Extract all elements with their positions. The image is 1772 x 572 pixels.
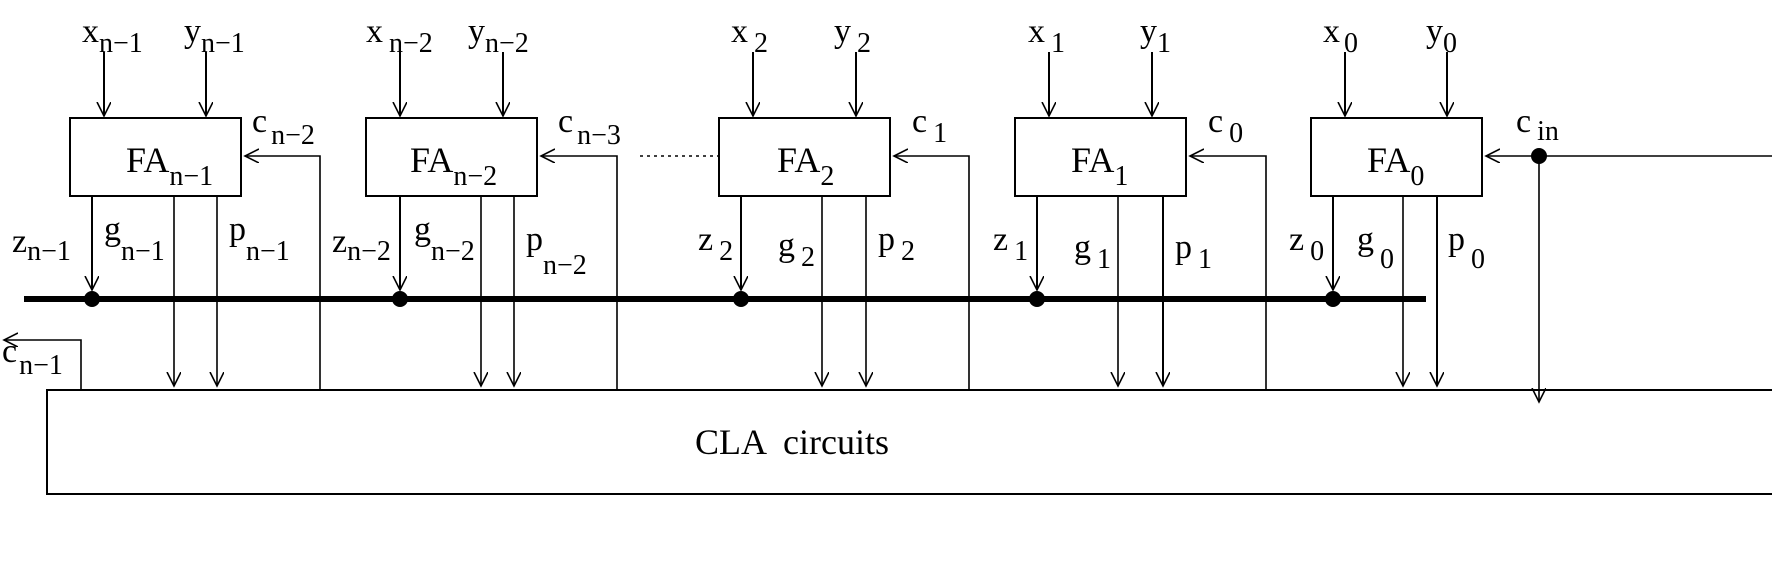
cla-circuits-block: CLA circuits [46, 389, 1772, 495]
fa-label: FAn−2 [410, 140, 497, 192]
fa-label: FA2 [777, 140, 834, 192]
fa-box [718, 117, 891, 197]
carry-out: cn−1 [2, 333, 82, 390]
cla-box [46, 389, 1772, 495]
bus-junction-dot [84, 291, 100, 307]
carry-in-source [1486, 148, 1772, 402]
z-output-label: zn−1 [12, 223, 71, 267]
fa-label: FA0 [1367, 140, 1424, 192]
y-input-label: y1 [1140, 13, 1171, 59]
fa-box [69, 117, 242, 197]
bus-junction-dot [392, 291, 408, 307]
fa-label: FA1 [1071, 140, 1128, 192]
fa-box [365, 117, 538, 197]
z-output-label: zn−2 [332, 223, 391, 267]
fa-box [1014, 117, 1187, 197]
fa-label: FAn−1 [126, 140, 213, 192]
g-output-label: gn−2 [414, 211, 475, 267]
p-output-label: pn−1 [229, 211, 290, 267]
y-input-label: yn−2 [468, 13, 529, 59]
y-input-label: yn−1 [184, 13, 245, 59]
p-output-label: p0 [1448, 221, 1485, 275]
fa-box [1310, 117, 1483, 197]
bus-junction-dot [1029, 291, 1045, 307]
y-input-label: y0 [1426, 13, 1457, 59]
g-output-label: gn−1 [104, 211, 165, 267]
cla-label: CLA circuits [695, 422, 889, 462]
bus-junction-dot [1325, 291, 1341, 307]
carry-out-label: cn−1 [2, 333, 63, 381]
bus-junction-dot [733, 291, 749, 307]
g-output-label: g0 [1357, 221, 1394, 275]
sum-bus [24, 291, 1426, 307]
p-output-label: pn−2 [526, 221, 587, 281]
x-input-label: xn−1 [82, 13, 143, 59]
